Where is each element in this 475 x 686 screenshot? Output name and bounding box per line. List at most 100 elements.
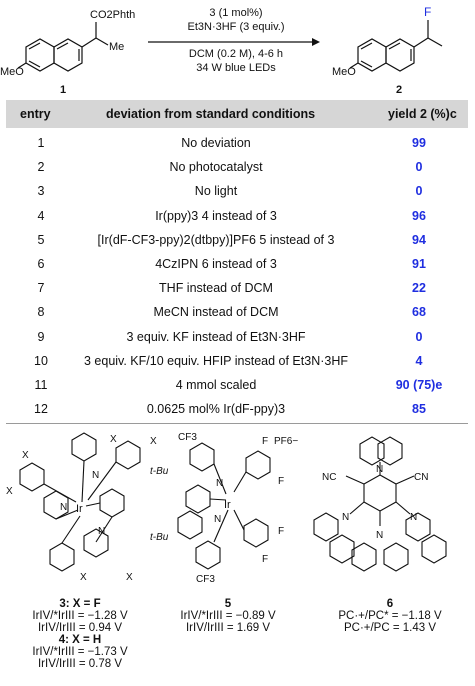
cat5-f1: F bbox=[262, 436, 268, 447]
product-label: 2 bbox=[396, 84, 402, 96]
cat4-potential-1: IrIV/*IrIII = −1.73 V bbox=[32, 646, 128, 658]
cat3-potential-2: IrIV/IrIII = 0.94 V bbox=[37, 622, 123, 634]
condition-2: Et3N·3HF (3 equiv.) bbox=[188, 21, 285, 33]
cat5-f4: F bbox=[262, 554, 268, 565]
condition-3: DCM (0.2 M), 4-6 h bbox=[189, 48, 283, 60]
catalyst-3-structure bbox=[19, 432, 141, 572]
condition-4: 34 W blue LEDs bbox=[196, 62, 276, 74]
cell-entry: 10 bbox=[34, 353, 48, 368]
cell-entry: 3 bbox=[37, 184, 45, 199]
cat4-label: 4: X = H bbox=[58, 634, 102, 646]
cat5-caption: 5 IrIV/*IrIII = −0.89 V IrIV/IrIII = 1.6… bbox=[168, 598, 288, 634]
catalyst-5-structure bbox=[177, 442, 271, 570]
cat5-label: 5 bbox=[224, 598, 232, 610]
cell-yield: 99 bbox=[412, 136, 426, 150]
reactant-ester: CO2Phth bbox=[90, 9, 135, 21]
cell-yield: 0 bbox=[415, 329, 423, 344]
table-row: 3 No light 0 bbox=[6, 180, 468, 204]
cell-entry: 2 bbox=[37, 160, 45, 175]
cell-deviation: No light bbox=[194, 184, 238, 199]
cat3-x1: X bbox=[110, 434, 117, 445]
cat5-potential-1: IrIV/*IrIII = −0.89 V bbox=[180, 610, 276, 622]
table-row: 12 0.0625 mol% Ir(dF-ppy)3 85 bbox=[6, 398, 468, 422]
cat3-x2: X bbox=[150, 436, 157, 447]
cell-entry: 12 bbox=[34, 402, 48, 417]
cell-deviation: 0.0625 mol% Ir(dF-ppy)3 bbox=[146, 402, 286, 417]
cat3-potential-1: IrIV/*IrIII = −1.28 V bbox=[32, 610, 128, 622]
reaction-arrowhead bbox=[312, 38, 320, 46]
product-fluoro: F bbox=[424, 5, 431, 19]
cat4-potential-2: IrIV/IrIII = 0.78 V bbox=[37, 658, 123, 670]
reactant-methyl: Me bbox=[109, 41, 124, 53]
cell-deviation: THF instead of DCM bbox=[159, 281, 273, 296]
cat6-n4: N bbox=[376, 530, 383, 541]
cat3-x5: X bbox=[80, 572, 87, 583]
cell-entry: 8 bbox=[37, 305, 45, 320]
header-entry: entry bbox=[20, 107, 51, 121]
table-bottom-rule bbox=[6, 423, 468, 424]
cat5-n2: N bbox=[214, 514, 221, 525]
cat5-n1: N bbox=[216, 478, 223, 489]
table-row: 11 4 mmol scaled 90 (75)e bbox=[6, 374, 468, 398]
cat6-potential-1: PC·+/PC* = −1.18 V bbox=[338, 610, 442, 622]
cell-deviation: No deviation bbox=[181, 136, 251, 150]
cat5-f2: F bbox=[278, 476, 284, 487]
cat3-n3: N bbox=[98, 526, 105, 537]
cat5-f3: F bbox=[278, 526, 284, 537]
cat6-n2: N bbox=[342, 512, 349, 523]
cell-yield: 85 bbox=[412, 402, 426, 417]
cat3-n1: N bbox=[92, 470, 99, 481]
reaction-scheme: CO2Phth Me MeO 1 3 (1 mol%) Et3N·3HF (3 … bbox=[0, 5, 443, 96]
product-methoxy: MeO bbox=[332, 66, 356, 78]
cell-deviation: MeCN instead of DCM bbox=[153, 305, 279, 320]
cell-yield: 4 bbox=[415, 353, 423, 368]
reactant-methoxy: MeO bbox=[0, 66, 24, 78]
cell-entry: 1 bbox=[37, 136, 45, 150]
cell-yield: 0 bbox=[415, 160, 423, 175]
cat3-x3: X bbox=[22, 450, 29, 461]
cell-entry: 11 bbox=[34, 378, 48, 392]
cat5-ir: Ir bbox=[224, 499, 231, 511]
cat5-potential-2: IrIV/IrIII = 1.69 V bbox=[185, 622, 271, 634]
condition-1: 3 (1 mol%) bbox=[209, 7, 262, 19]
cell-entry: 5 bbox=[37, 232, 45, 247]
table-row: 5 [Ir(dF-CF3-ppy)2(dtbpy)]PF6 5 instead o… bbox=[6, 229, 468, 253]
cell-deviation: 4 mmol scaled bbox=[175, 378, 257, 392]
cat3-caption: 3: X = F IrIV/*IrIII = −1.28 V IrIV/IrII… bbox=[20, 598, 140, 670]
cat3-x4: X bbox=[6, 486, 13, 497]
cell-yield: 22 bbox=[412, 281, 426, 296]
table-row: 9 3 equiv. KF instead of Et3N·3HF 0 bbox=[6, 326, 468, 350]
cat6-cn: CN bbox=[414, 472, 428, 483]
table-row: 1 No deviation 99 bbox=[6, 132, 468, 156]
cell-deviation: [Ir(dF-CF3-ppy)2(dtbpy)]PF6 5 instead of… bbox=[97, 232, 335, 247]
reactant-label: 1 bbox=[60, 84, 66, 96]
cell-deviation: 4CzIPN 6 instead of 3 bbox=[155, 257, 277, 271]
cell-yield: 90 (75)e bbox=[395, 378, 443, 392]
cat6-n3: N bbox=[410, 512, 417, 523]
header-yield: yield 2 (%)c bbox=[388, 107, 457, 121]
cat6-potential-2: PC·+/PC = 1.43 V bbox=[343, 622, 437, 634]
cell-yield: 0 bbox=[415, 184, 423, 199]
cat5-cf3-top: CF3 bbox=[178, 432, 197, 443]
cell-deviation: 3 equiv. KF instead of Et3N·3HF bbox=[126, 329, 306, 344]
cat3-x6: X bbox=[126, 572, 133, 583]
header-deviation: deviation from standard conditions bbox=[106, 107, 316, 121]
cell-entry: 4 bbox=[37, 208, 45, 223]
cat3-n2: N bbox=[60, 502, 67, 513]
cat5-tbu-bottom: t-Bu bbox=[150, 532, 169, 543]
cat6-label: 6 bbox=[386, 598, 394, 610]
catalyst-structures: Ir X X X X X X N N N Ir CF3 CF3 t-Bu t-B… bbox=[6, 432, 447, 585]
cell-yield: 68 bbox=[412, 305, 426, 320]
table-header: entry deviation from standard conditions… bbox=[6, 100, 468, 128]
catalyst-6-structure bbox=[313, 436, 447, 572]
product-structure bbox=[349, 20, 443, 72]
cell-entry: 9 bbox=[37, 329, 45, 344]
reactant-structure bbox=[17, 22, 109, 72]
cat3-ir: Ir bbox=[76, 503, 83, 515]
cat6-nc: NC bbox=[322, 472, 336, 483]
